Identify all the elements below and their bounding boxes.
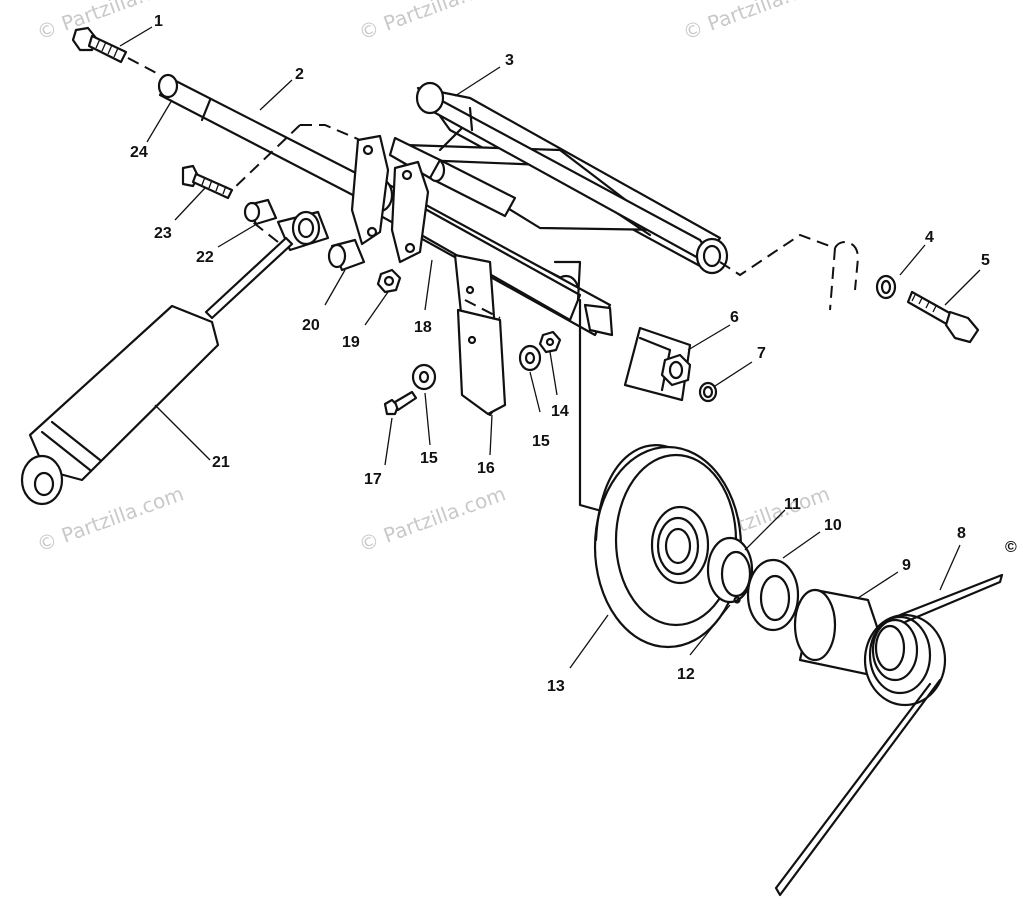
callout-1: 1 <box>154 13 163 30</box>
callout-5: 5 <box>981 252 990 269</box>
callouts: 1 2 3 4 5 6 7 8 9 10 11 12 13 14 15 15 1… <box>130 13 1017 695</box>
callout-16: 16 <box>477 460 495 477</box>
callout-15-b: 15 <box>420 450 438 467</box>
callout-10: 10 <box>824 517 842 534</box>
part-13-wheel <box>593 444 743 649</box>
callout-3: 3 <box>505 52 514 69</box>
callout-22: 22 <box>196 249 214 266</box>
callout-11: 11 <box>784 496 801 513</box>
part-14-nut <box>538 330 562 354</box>
watermark-1: © Partzilla.com <box>34 0 187 45</box>
watermark-2: © Partzilla.com <box>356 0 509 45</box>
part-20-bushing <box>327 238 366 272</box>
callout-12: 12 <box>677 666 695 683</box>
part-6-block <box>583 303 692 402</box>
callout-7: 7 <box>757 345 766 362</box>
callout-2: 2 <box>295 66 304 83</box>
leader-lines <box>119 26 981 669</box>
callout-4: 4 <box>925 229 934 246</box>
callout-24: 24 <box>130 144 148 161</box>
part-15-washer-b <box>411 363 437 391</box>
callout-14: 14 <box>551 403 569 420</box>
part-center-arms <box>366 136 612 337</box>
part-18-plates <box>350 134 430 264</box>
part-4-washer <box>875 274 897 300</box>
callout-18: 18 <box>414 319 432 336</box>
part-10-spacer <box>746 558 800 632</box>
part-22-bushing <box>243 198 278 226</box>
callout-9: 9 <box>902 557 911 574</box>
part-19-nut <box>376 268 402 294</box>
part-1-bolt <box>71 26 161 76</box>
part-21-shock <box>20 210 330 506</box>
part-16-bracket <box>453 253 582 417</box>
callout-17: 17 <box>364 471 382 488</box>
part-17-bolt <box>383 390 418 416</box>
part-15-washer-a <box>518 344 542 372</box>
watermark-3: © Partzilla.com <box>680 0 833 45</box>
callout-15-a: 15 <box>532 433 550 450</box>
callout-20: 20 <box>302 317 320 334</box>
callout-13: 13 <box>547 678 565 695</box>
part-5-bolt <box>906 290 980 344</box>
part-11-bearing <box>706 536 754 604</box>
part-8-spring <box>774 573 1004 897</box>
callout-8: 8 <box>957 525 966 542</box>
copyright-mark: © <box>1005 539 1017 556</box>
callout-19: 19 <box>342 334 360 351</box>
part-7-lockwasher <box>698 381 718 403</box>
callout-21: 21 <box>212 454 230 471</box>
watermark-5: © Partzilla.com <box>356 481 509 556</box>
callout-6: 6 <box>730 309 739 326</box>
part-23-bolt <box>181 164 234 200</box>
callout-23: 23 <box>154 225 172 242</box>
